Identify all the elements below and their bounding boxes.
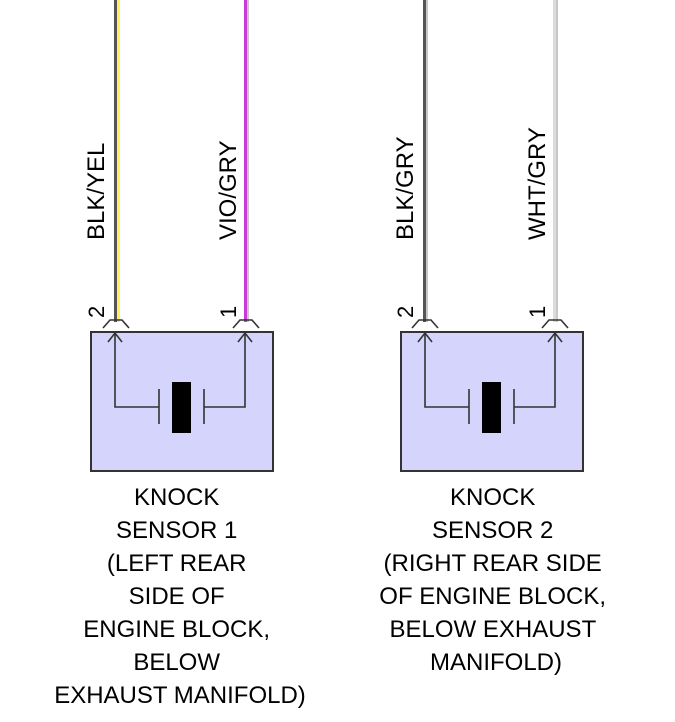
connector-terminal-pin-2 [102,319,130,329]
wire-wht-gry-stripe [556,0,558,322]
pin-label-1: 1 [525,306,550,318]
wire-label-wht-gry: WHT/GRY [524,127,551,240]
connector-terminal-pin-1 [232,319,260,329]
knock-sensor-2-label: KNOCK SENSOR 2 (RIGHT REAR SIDE OF ENGIN… [379,484,612,676]
wire-vio-gry [244,0,249,322]
pin-label-2: 2 [84,306,109,318]
wire-blk-yel-main [114,0,117,322]
label-line: ENGINE BLOCK, [83,616,270,643]
label-line: BELOW EXHAUST [390,616,597,643]
connector-terminal-pin-1 [541,319,569,329]
label-line: MANIFOLD) [430,649,562,676]
pin-label-1: 1 [216,306,241,318]
piezo-crystal [482,382,501,433]
wire-label-blk-yel: BLK/YEL [83,143,110,240]
wire-blk-gry-main [423,0,426,322]
wire-blk-gry-stripe [426,0,428,322]
knock-sensor-1-label: KNOCK SENSOR 1 (LEFT REAR SIDE OF ENGINE… [54,484,306,709]
piezo-crystal [172,382,191,433]
wire-vio-gry-stripe [247,0,249,322]
wire-label-blk-gry: BLK/GRY [392,136,419,240]
wire-wht-gry [553,0,558,322]
wire-wht-gry-main [553,0,556,322]
label-line: SENSOR 2 [432,517,553,544]
knock-sensor-2-group: BLK/GRY WHT/GRY 2 1 KNOCK SENSOR 2 (RIGH… [379,0,612,676]
pin-label-2: 2 [393,306,418,318]
wire-blk-yel [114,0,120,322]
label-line: KNOCK [450,484,535,511]
knock-sensor-1-group: BLK/YEL VIO/GRY 2 1 KNOCK SENSOR 1 (LEFT… [54,0,306,709]
label-line: (LEFT REAR [107,550,247,577]
piezo-element-symbol [107,331,253,424]
label-line: BELOW [133,649,220,676]
label-line: SENSOR 1 [116,517,237,544]
wire-blk-gry [423,0,428,322]
label-line: KNOCK [134,484,219,511]
label-line: EXHAUST MANIFOLD) [54,682,306,709]
wire-label-vio-gry: VIO/GRY [215,140,242,240]
wire-blk-yel-stripe [117,0,120,322]
wire-vio-gry-main [244,0,247,322]
label-line: OF ENGINE BLOCK, [379,583,606,610]
label-line: SIDE OF [129,583,225,610]
label-line: (RIGHT REAR SIDE [384,550,602,577]
piezo-element-symbol [417,331,563,424]
connector-terminal-pin-2 [411,319,439,329]
